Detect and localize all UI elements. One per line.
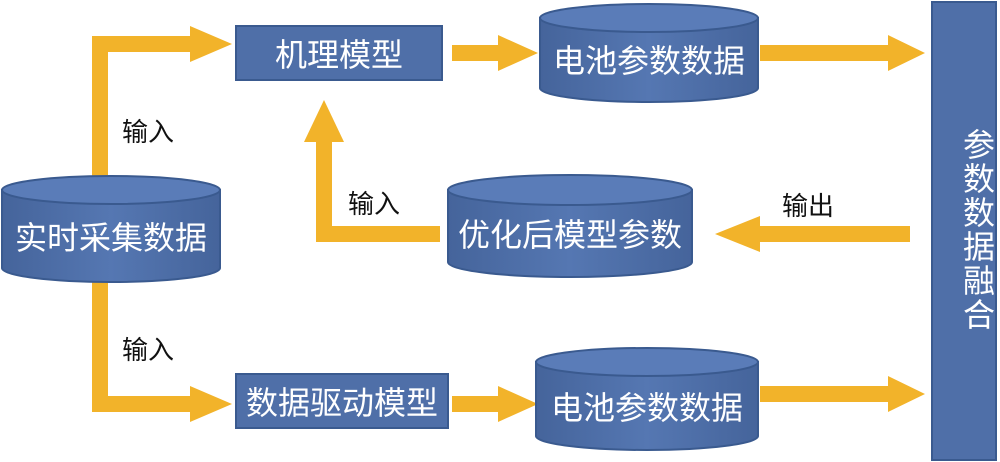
arrow-input-top-horizontal [92, 36, 192, 52]
edge-label-output: 输出 [782, 192, 835, 222]
arrow-battery-top-to-fusion-head [888, 35, 925, 71]
arrow-input-bottom-vertical [92, 282, 108, 404]
arrow-input-mid-vertical [316, 140, 332, 242]
arrow-input-top-vertical [92, 36, 108, 176]
realtime-data-label: 实时采集数据 [14, 219, 207, 257]
fusion-label: 参数数据融合 [958, 128, 996, 332]
arrow-battery-bottom-to-fusion-head [888, 376, 925, 412]
data-driven-model-box [235, 373, 449, 429]
arrow-input-top-head [190, 26, 232, 62]
fusion-box [931, 1, 997, 461]
arrow-output-body [758, 226, 910, 242]
realtime-data-cylinder [1, 175, 221, 283]
arrow-input-mid-horizontal [316, 226, 440, 242]
mechanism-model-box [235, 25, 443, 81]
data-driven-model-label: 数据驱动模型 [245, 384, 438, 422]
arrow-battery-bottom-to-fusion-body [760, 386, 890, 402]
edge-label-input-top: 输入 [122, 118, 175, 148]
arrow-mech-to-battery-body [452, 45, 500, 61]
edge-label-input-bottom: 输入 [122, 336, 175, 366]
arrow-mech-to-battery-head [498, 35, 538, 71]
arrow-input-bottom-head [190, 386, 232, 422]
arrow-input-bottom-horizontal [92, 396, 192, 412]
battery-params-bottom-label: 电池参数数据 [550, 389, 743, 427]
optimized-params-cylinder [447, 174, 693, 278]
mechanism-model-label: 机理模型 [274, 36, 403, 74]
arrow-input-mid-head [304, 100, 344, 142]
arrow-ddm-to-battery-body [452, 396, 500, 412]
edge-label-input-mid: 输入 [348, 190, 401, 220]
arrow-ddm-to-battery-head [498, 386, 538, 422]
optimized-params-label: 优化后模型参数 [457, 216, 682, 254]
battery-params-top-cylinder [539, 3, 759, 103]
arrow-output-head [715, 216, 760, 252]
battery-params-top-label: 电池参数数据 [552, 42, 745, 80]
arrow-battery-top-to-fusion-body [760, 45, 890, 61]
battery-params-bottom-cylinder [535, 347, 759, 451]
arrows [92, 26, 925, 422]
